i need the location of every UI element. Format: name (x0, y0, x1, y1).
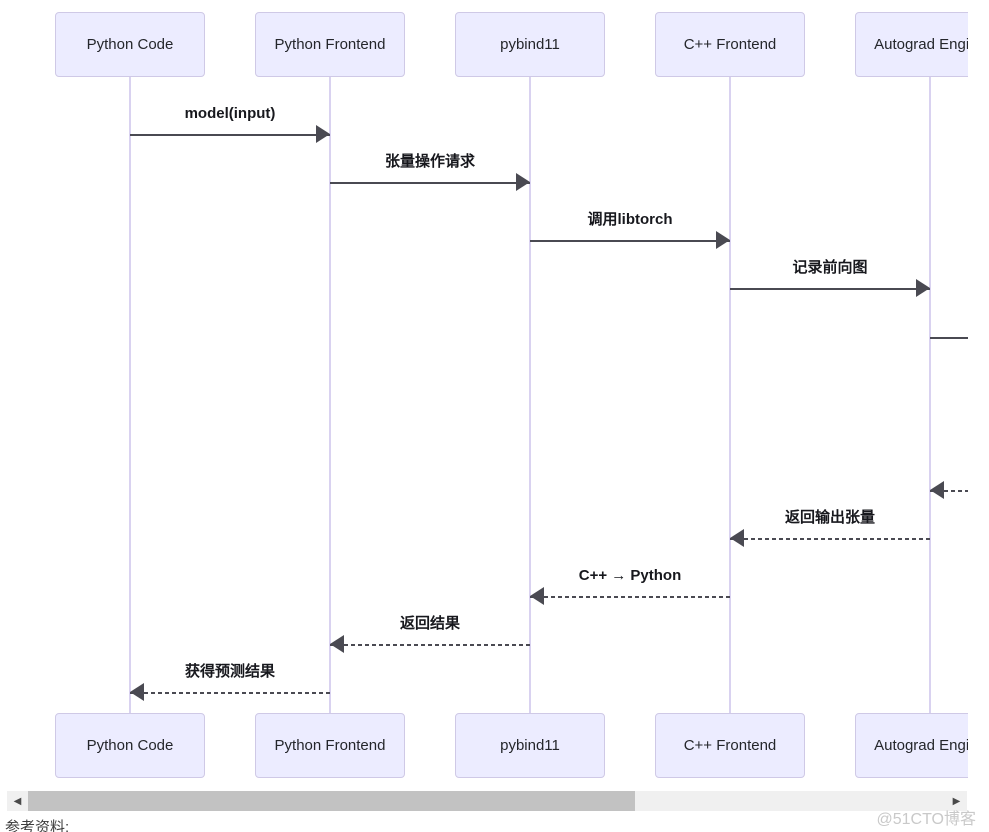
watermark: @51CTO博客 (876, 811, 976, 828)
message-line (730, 538, 930, 540)
lifeline (929, 77, 931, 713)
lifeline (529, 77, 531, 713)
scrollbar-left-button[interactable]: ◀ (7, 791, 28, 811)
participant-label: Autograd Engine (874, 36, 968, 53)
message-line (930, 337, 968, 339)
participant-label: Python Frontend (274, 737, 386, 754)
reference-label: 参考资料: (5, 819, 70, 832)
horizontal-scrollbar[interactable]: ◀ ▶ (7, 791, 967, 811)
message-line (130, 692, 330, 694)
participant-box-top: pybind11 (455, 12, 605, 77)
participant-box-top: C++ Frontend (655, 12, 805, 77)
message-arrowhead (330, 635, 344, 653)
message-line (330, 182, 530, 184)
participant-box-bottom: C++ Frontend (655, 713, 805, 778)
message-label: 张量操作请求 (384, 153, 475, 170)
message-line (930, 490, 968, 492)
scroll-left-icon: ◀ (13, 795, 22, 807)
participant-label: C++ Frontend (683, 36, 777, 53)
participant-box-bottom: Python Frontend (255, 713, 405, 778)
scrollbar-thumb[interactable] (28, 791, 635, 811)
participant-box-bottom: Python Code (55, 713, 205, 778)
message-arrowhead (530, 587, 544, 605)
message-line (530, 596, 730, 598)
message-label: model(input) (184, 105, 276, 122)
lifeline (129, 77, 131, 713)
message-line (530, 240, 730, 242)
message-arrowhead (930, 481, 944, 499)
message-line (130, 134, 330, 136)
participant-label: C++ Frontend (683, 737, 777, 754)
participant-box-bottom: Autograd Engine (855, 713, 968, 778)
message-arrowhead (916, 279, 930, 297)
participant-label: Python Code (86, 737, 174, 754)
message-line (330, 644, 530, 646)
message-label: 记录前向图 (792, 259, 868, 276)
participant-label: Autograd Engine (874, 737, 968, 754)
message-line (730, 288, 930, 290)
participant-label: pybind11 (500, 737, 560, 754)
message-label: 调用libtorch (587, 211, 673, 228)
scrollbar-right-button[interactable]: ▶ (946, 791, 967, 811)
message-label: C++ → Python (578, 567, 682, 584)
message-arrowhead (516, 173, 530, 191)
participant-label: Python Frontend (274, 36, 386, 53)
message-label: 返回输出张量 (784, 509, 875, 526)
scroll-right-icon: ▶ (952, 795, 961, 807)
participant-label: Python Code (86, 36, 174, 53)
lifeline (329, 77, 331, 713)
participant-box-bottom: pybind11 (455, 713, 605, 778)
participant-box-top: Python Frontend (255, 12, 405, 77)
message-arrowhead (130, 683, 144, 701)
message-arrowhead (730, 529, 744, 547)
participant-box-top: Python Code (55, 12, 205, 77)
message-arrowhead (316, 125, 330, 143)
participant-box-top: Autograd Engine (855, 12, 968, 77)
message-label: 获得预测结果 (184, 663, 275, 680)
message-label: 返回结果 (399, 615, 460, 632)
participant-label: pybind11 (500, 36, 560, 53)
lifeline (729, 77, 731, 713)
message-arrowhead (716, 231, 730, 249)
